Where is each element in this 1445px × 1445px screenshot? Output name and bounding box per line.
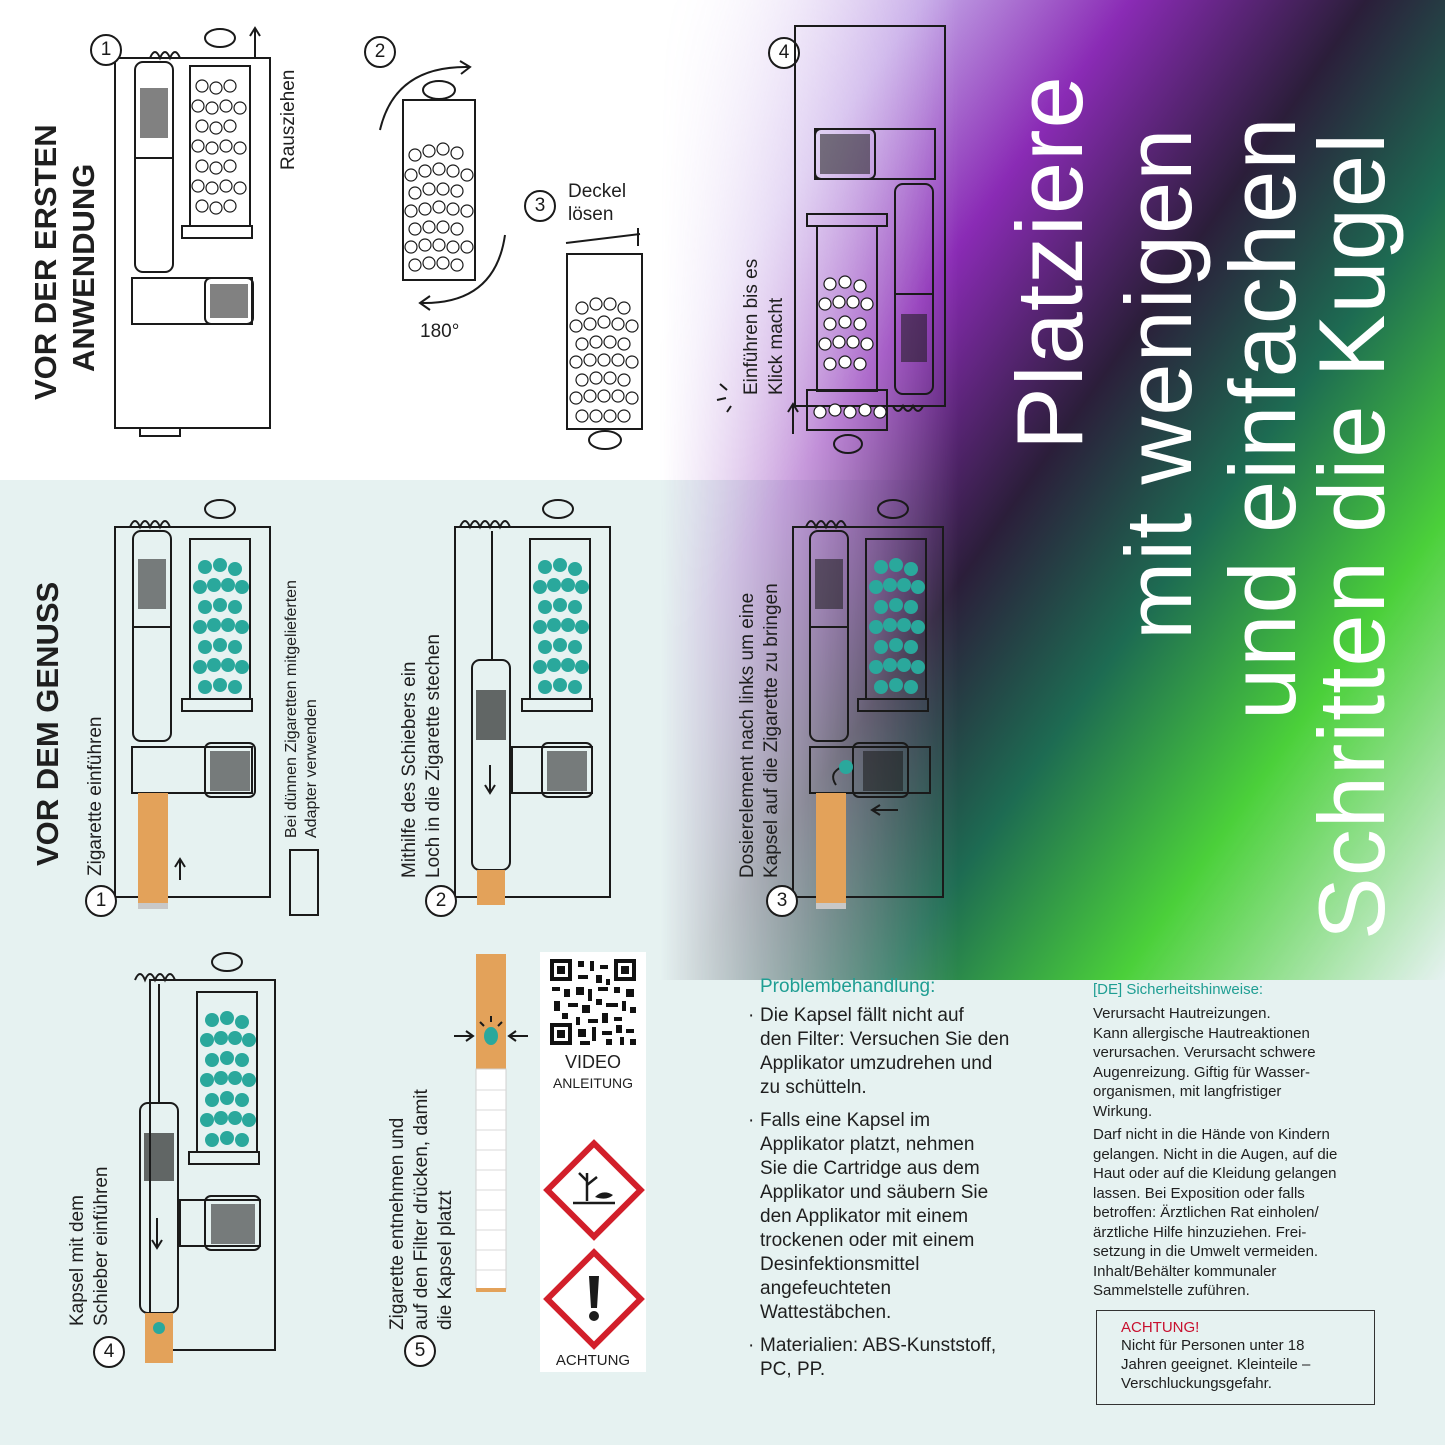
video-label: VIDEO [564,1052,621,1072]
title-line-3: und einfachen [1210,116,1315,720]
dosing-label-line-1: Dosierelement nach links um eine [737,592,758,878]
troubleshooting-item-2-line-2: Applikator platzt, nehmen [760,1134,975,1155]
safety-p1-line-4: Augenreizung. Giftig für Wasser- [1093,1063,1311,1081]
safety-p1-line-2: Kann allergische Hautreaktionen [1093,1024,1310,1042]
safety-p2-line-7: setzung in die Umwelt vermeiden. [1093,1243,1319,1260]
pierce-label-line-1: Mithilfe des Schiebers ein [399,661,420,879]
step-number-use-5: 5 [404,1335,436,1367]
rainbow-gradient-panel [660,0,1445,980]
bullet-dot: · [748,1335,755,1356]
device-illustration-step1 [114,26,271,437]
step-number-use-2: 2 [425,885,457,917]
safety-p2-line-9: Sammelstelle zuführen. [1093,1282,1250,1299]
warning-line-3: Verschluckungsgefahr. [1121,1375,1272,1392]
title-line-2: mit wenigen [1106,127,1211,640]
safety-p2-line-4: lassen. Bei Exposition oder falls [1093,1184,1305,1202]
troubleshooting-item-2-line-5: den Applikator mit einem [760,1206,969,1227]
before-use-title: VOR DEM GENUSS [30,581,65,866]
safety-p2-line-2: gelangen. Nicht in die Augen, auf die [1093,1145,1338,1163]
device-illustration-use-step1 [114,499,319,916]
device-illustration-step4 [716,25,946,454]
cartridge-lid-illustration [565,228,643,450]
troubleshooting-item-2-line-6: trockenen oder mit einem [760,1230,975,1251]
step-number-first-2: 2 [364,36,396,68]
step-number-first-3: 3 [524,190,556,222]
device-illustration-use-step4 [134,952,276,1363]
safety-p2-line-5: betroffen: Ärztlichen Rat einholen/ [1093,1204,1319,1221]
warning-title: ACHTUNG! [1121,1319,1200,1336]
troubleshooting-item-2-line-9: Wattestäbchen. [760,1302,892,1323]
device-illustration-use-step2 [454,499,611,905]
safety-p2-line-8: Inhalt/Behälter kommunaler [1093,1262,1277,1280]
troubleshooting-item-2-line-7: Desinfektionsmittel [760,1254,920,1275]
troubleshooting-item-2-line-1: Falls eine Kapsel im [760,1110,931,1131]
troubleshooting-item-3: · Materialien: ABS-Kunststoff, PC, PP. [748,1334,997,1382]
lid-label-line-1: Deckel [568,181,627,202]
environment-hazard-icon [543,1139,645,1241]
lid-label-line-2: lösen [568,204,614,225]
first-use-title-line-2: ANWENDUNG [66,163,101,372]
insert-capsule-label-line-1: Kapsel mit dem [67,1195,88,1326]
device-illustration-use-step3 [792,499,944,909]
troubleshooting-item-1-line-1: Die Kapsel fällt nicht auf [760,1005,964,1026]
troubleshooting-item-1-line-4: zu schütteln. [760,1077,867,1098]
warning-box: ACHTUNG! Nicht für Personen unter 18 Jah… [1096,1310,1375,1405]
troubleshooting-item-2: · Falls eine Kapsel im Applikator platzt… [748,1109,989,1325]
troubleshooting-item-3-line-2: PC, PP. [760,1359,826,1380]
step-number-use-3: 3 [766,885,798,917]
troubleshooting-title: Problembehandlung: [760,976,936,997]
safety-p1-line-6: Wirkung. [1093,1102,1153,1120]
dosing-label-line-2: Kapsel auf die Zigarette zu bringen [761,583,782,878]
safety-p2-line-3: Haut oder auf die Kleidung gelangen [1093,1165,1337,1182]
troubleshooting-item-1: · Die Kapsel fällt nicht auf den Filter:… [748,1004,1010,1100]
bullet-dot: · [748,1005,755,1026]
safety-p1-line-1: Verursacht Hautreizungen. [1093,1005,1271,1022]
safety-p1-line-3: verursachen. Verursacht schwere [1093,1044,1316,1061]
first-use-title-line-1: VOR DER ERSTEN [28,124,63,400]
achtung-pictogram-label: ACHTUNG [555,1352,631,1369]
warning-line-1: Nicht für Personen unter 18 [1121,1337,1305,1354]
title-line-4: Schritten die Kugel [1299,131,1404,940]
bullet-dot: · [748,1110,755,1131]
safety-p1-line-5: organismen, mit langfristiger [1093,1083,1282,1100]
exclamation-hazard-icon [543,1248,645,1350]
squeeze-label-line-3: die Kapsel platzt [435,1190,456,1330]
safety-title: [DE] Sicherheitshinweise: [1093,981,1264,998]
pierce-label-line-2: Loch in die Zigarette stechen [423,634,444,878]
title-line-1: Platziere [997,75,1102,450]
safety-p2-line-1: Darf nicht in die Hände von Kindern [1093,1126,1330,1143]
insert-cigarette-label: Zigarette einführen [85,716,106,877]
adapter-note-line-2: Adapter verwenden [303,699,320,838]
pull-out-label: Rausziehen [278,69,299,170]
cartridge-rotate-illustration [379,60,506,311]
adapter-note-line-1: Bei dünnen Zigaretten mitgelieferten [283,580,300,838]
troubleshooting-item-1-line-3: Applikator umzudrehen und [760,1053,993,1074]
troubleshooting-item-3-line-1: Materialien: ABS-Kunststoff, [760,1335,997,1356]
troubleshooting-item-2-line-4: Applikator und säubern Sie [760,1182,989,1203]
step-number-use-1: 1 [85,885,117,917]
troubleshooting-item-1-line-2: den Filter: Versuchen Sie den [760,1029,1010,1050]
safety-paragraph-2: Darf nicht in die Hände von Kindern gela… [1093,1125,1393,1301]
safety-p2-line-6: ärztliche Hilfe hinzuziehen. Frei- [1093,1223,1307,1241]
insert-capsule-label-line-2: Schieber einführen [91,1166,112,1327]
rotate-180-label: 180° [420,321,460,342]
troubleshooting-item-2-line-3: Sie die Cartridge aus dem [760,1158,980,1179]
squeeze-label-line-2: auf den Filter drücken, damit [411,1089,432,1330]
instructions-label: ANLEITUNG [552,1075,634,1091]
troubleshooting-item-2-line-8: angefeuchteten [760,1278,892,1299]
qr-code-icon[interactable] [548,957,638,1047]
step-number-use-4: 4 [93,1336,125,1368]
warning-line-2: Jahren geeignet. Kleinteile – [1121,1356,1311,1373]
squeeze-label-line-1: Zigarette entnehmen und [387,1117,408,1330]
step-number-first-1: 1 [90,34,122,66]
cigarette-squeeze-illustration [454,954,528,1292]
safety-paragraph-1: Verursacht Hautreizungen. Kann allergisc… [1093,1004,1393,1121]
